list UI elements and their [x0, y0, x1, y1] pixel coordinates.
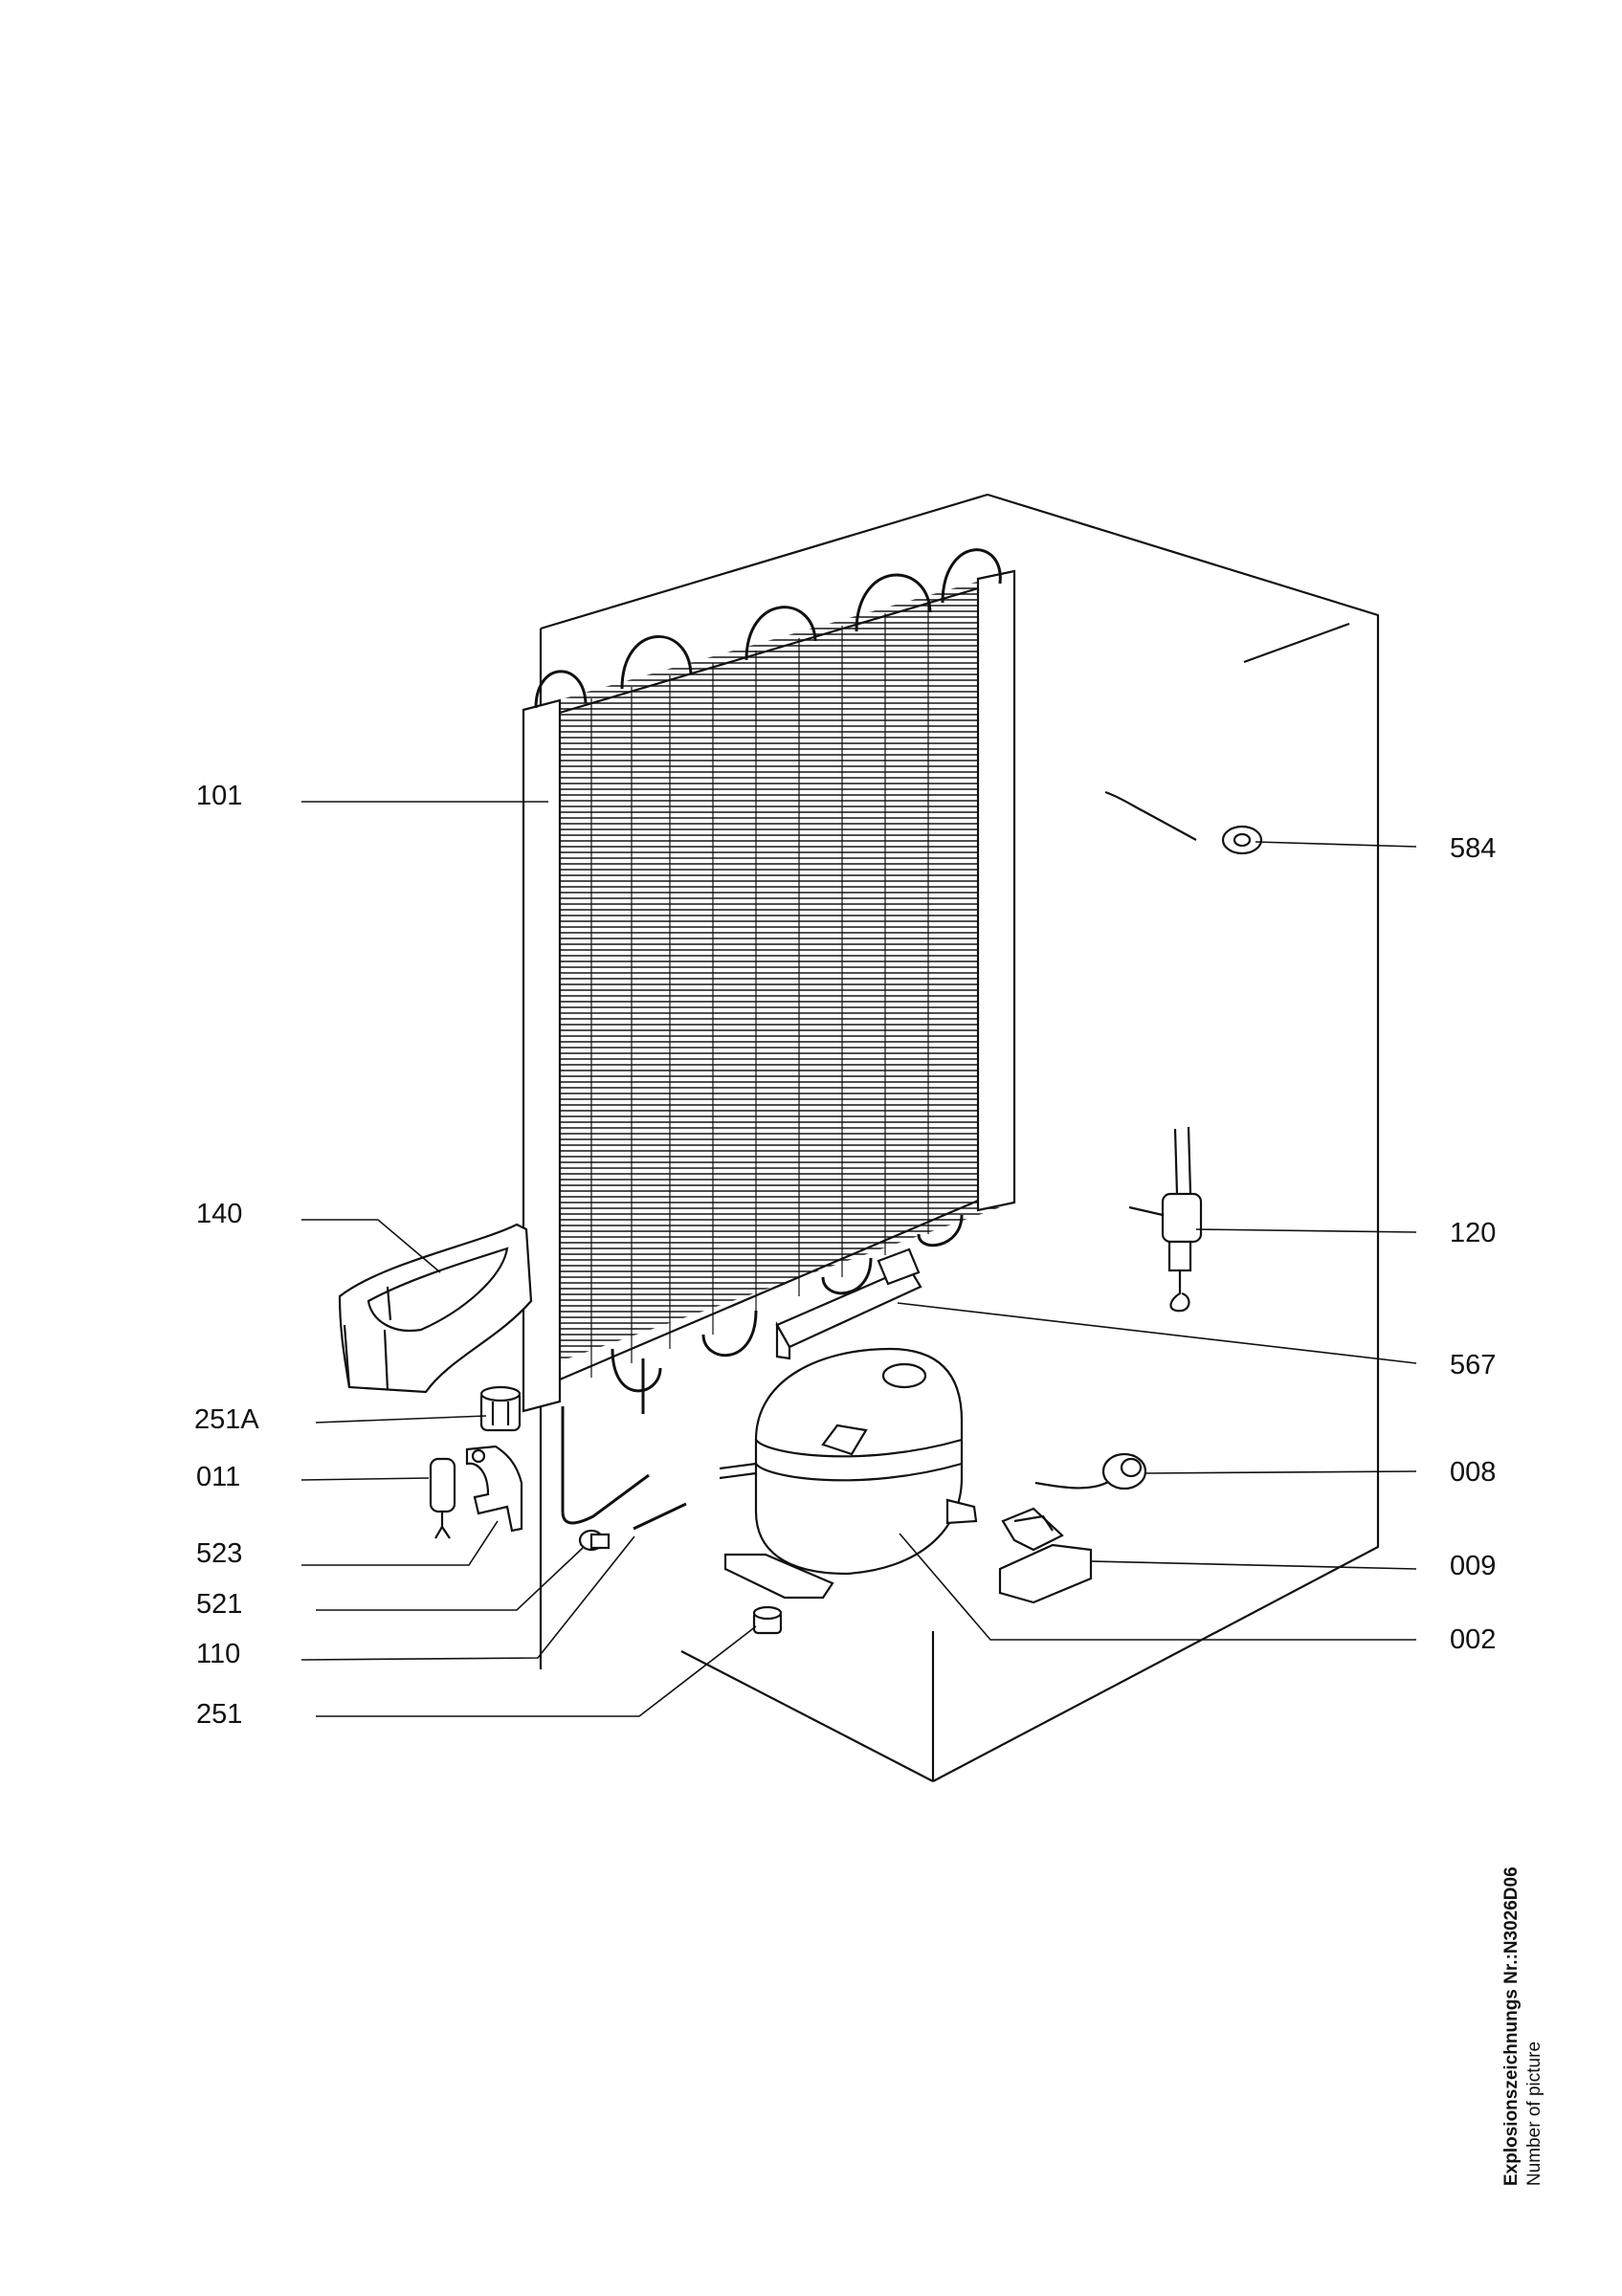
leader-521: [316, 1547, 584, 1611]
leader-002: [899, 1533, 1416, 1641]
leader-523: [301, 1520, 499, 1566]
part-label-110: 110: [196, 1639, 241, 1669]
bracket-567: [775, 1247, 922, 1360]
plug-521: [578, 1529, 611, 1552]
leader-120: [1195, 1228, 1417, 1233]
compressor-002: [719, 1347, 978, 1600]
part-label-101: 101: [196, 781, 243, 811]
part-label-120: 120: [1450, 1218, 1497, 1248]
leader-011: [300, 1477, 430, 1481]
part-label-002: 002: [1450, 1624, 1497, 1655]
leader-lines: [300, 801, 1417, 1717]
foot-251: [752, 1605, 783, 1635]
condenser: [522, 548, 1016, 1525]
capacitor-011: [429, 1457, 456, 1539]
leader-584: [1255, 841, 1417, 848]
leader-140: [301, 1219, 441, 1273]
part-label-011: 011: [196, 1462, 241, 1492]
bracket-523: [465, 1445, 523, 1533]
drip-tray-140: [338, 1223, 533, 1394]
part-label-251: 251: [196, 1699, 243, 1730]
pin-110: [633, 1502, 687, 1531]
part-label-009: 009: [1450, 1551, 1497, 1581]
leader-251a: [315, 1415, 487, 1424]
drawing-number-subtitle: Number of picture: [1523, 2041, 1544, 2186]
lamp-holder-120: [1128, 1126, 1203, 1313]
leader-251: [316, 1625, 757, 1717]
part-label-140: 140: [196, 1199, 243, 1229]
leader-567: [897, 1302, 1417, 1364]
part-label-523: 523: [196, 1538, 243, 1569]
part-label-521: 521: [196, 1589, 243, 1620]
clip-584: [1104, 790, 1263, 855]
grommet-251a: [479, 1385, 522, 1432]
drawing-number: Explosionszeichnungs Nr.:N3026D06: [1501, 1866, 1522, 2186]
part-label-584: 584: [1450, 833, 1497, 864]
part-label-008: 008: [1450, 1457, 1497, 1488]
leader-008: [1144, 1470, 1417, 1474]
overload-009: [998, 1507, 1093, 1604]
leader-110: [300, 1535, 635, 1661]
relay-008: [1034, 1452, 1147, 1490]
leader-009: [1090, 1560, 1417, 1570]
drawing-caption: Explosionszeichnungs Nr.:N3026D06 Number…: [1500, 1866, 1546, 2186]
part-label-567: 567: [1450, 1350, 1497, 1380]
part-label-251a: 251A: [194, 1404, 259, 1435]
